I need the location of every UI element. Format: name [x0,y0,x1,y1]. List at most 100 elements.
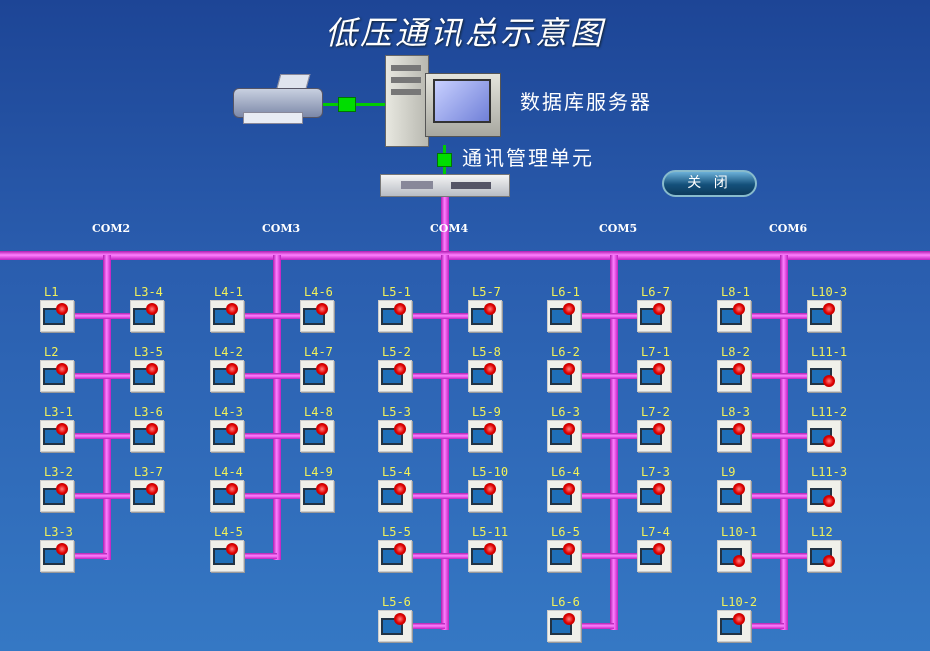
alarm-led-icon [146,483,158,495]
branch-bus [780,255,788,630]
meter-device[interactable] [40,540,74,572]
meter-device[interactable] [300,360,334,392]
meter-device[interactable] [717,360,751,392]
alarm-led-icon [56,483,68,495]
meter-device[interactable] [210,420,244,452]
device-label: L9 [721,465,736,479]
meter-device[interactable] [210,300,244,332]
device-label: L11-3 [811,465,848,479]
meter-device[interactable] [637,540,671,572]
meter-device[interactable] [637,300,671,332]
alarm-led-icon [316,483,328,495]
meter-device[interactable] [378,420,412,452]
meter-device[interactable] [130,480,164,512]
device-label: L4-8 [304,405,333,419]
branch-link [40,493,131,499]
device-label: L6-5 [551,525,580,539]
meter-device[interactable] [717,480,751,512]
meter-device[interactable] [807,420,841,452]
alarm-led-icon [733,363,745,375]
meter-device[interactable] [547,300,581,332]
device-label: L4-6 [304,285,333,299]
device-label: L3-7 [134,465,163,479]
meter-device[interactable] [378,300,412,332]
branch-bus [273,255,281,560]
branch-link [210,433,301,439]
meter-device[interactable] [547,360,581,392]
meter-device[interactable] [468,420,502,452]
branch-link [210,493,301,499]
meter-device[interactable] [210,360,244,392]
alarm-led-icon [484,423,496,435]
meter-device[interactable] [807,300,841,332]
device-label: L6-4 [551,465,580,479]
alarm-led-icon [226,363,238,375]
comm-unit-icon [380,174,510,197]
meter-device[interactable] [300,420,334,452]
alarm-led-icon [226,483,238,495]
meter-device[interactable] [468,540,502,572]
device-label: L5-1 [382,285,411,299]
com-port-label: COM3 [262,222,301,235]
device-label: L4-9 [304,465,333,479]
meter-device[interactable] [717,540,751,572]
device-label: L4-7 [304,345,333,359]
meter-device[interactable] [40,300,74,332]
branch-link [40,433,131,439]
meter-device[interactable] [547,420,581,452]
meter-device[interactable] [547,480,581,512]
meter-device[interactable] [40,360,74,392]
meter-device[interactable] [637,480,671,512]
meter-device[interactable] [40,480,74,512]
alarm-led-icon [226,423,238,435]
meter-device[interactable] [130,420,164,452]
meter-device[interactable] [717,420,751,452]
meter-device[interactable] [130,300,164,332]
device-label: L5-11 [472,525,509,539]
device-label: L7-4 [641,525,670,539]
device-label: L5-4 [382,465,411,479]
meter-device[interactable] [378,610,412,642]
meter-device[interactable] [210,540,244,572]
meter-device[interactable] [468,300,502,332]
meter-device[interactable] [210,480,244,512]
branch-link [378,433,469,439]
alarm-led-icon [563,423,575,435]
alarm-led-icon [563,363,575,375]
meter-device[interactable] [378,480,412,512]
meter-device[interactable] [300,480,334,512]
alarm-led-icon [394,483,406,495]
branch-link [717,433,808,439]
device-label: L1 [44,285,59,299]
meter-device[interactable] [130,360,164,392]
meter-device[interactable] [468,480,502,512]
device-label: L5-3 [382,405,411,419]
meter-device[interactable] [807,480,841,512]
meter-device[interactable] [300,300,334,332]
alarm-led-icon [823,495,835,507]
meter-device[interactable] [807,540,841,572]
meter-device[interactable] [637,360,671,392]
meter-device[interactable] [468,360,502,392]
branch-bus [103,255,111,560]
device-label: L7-2 [641,405,670,419]
branch-link [210,373,301,379]
alarm-led-icon [563,613,575,625]
com-port-label: COM4 [430,222,469,235]
meter-device[interactable] [378,540,412,572]
meter-device[interactable] [717,610,751,642]
alarm-led-icon [56,543,68,555]
meter-device[interactable] [637,420,671,452]
alarm-led-icon [394,613,406,625]
meter-device[interactable] [40,420,74,452]
close-button[interactable]: 关 闭 [662,170,757,197]
meter-device[interactable] [378,360,412,392]
meter-device[interactable] [547,540,581,572]
alarm-led-icon [484,543,496,555]
alarm-led-icon [56,303,68,315]
meter-device[interactable] [547,610,581,642]
branch-link [378,553,469,559]
alarm-led-icon [146,303,158,315]
meter-device[interactable] [807,360,841,392]
meter-device[interactable] [717,300,751,332]
